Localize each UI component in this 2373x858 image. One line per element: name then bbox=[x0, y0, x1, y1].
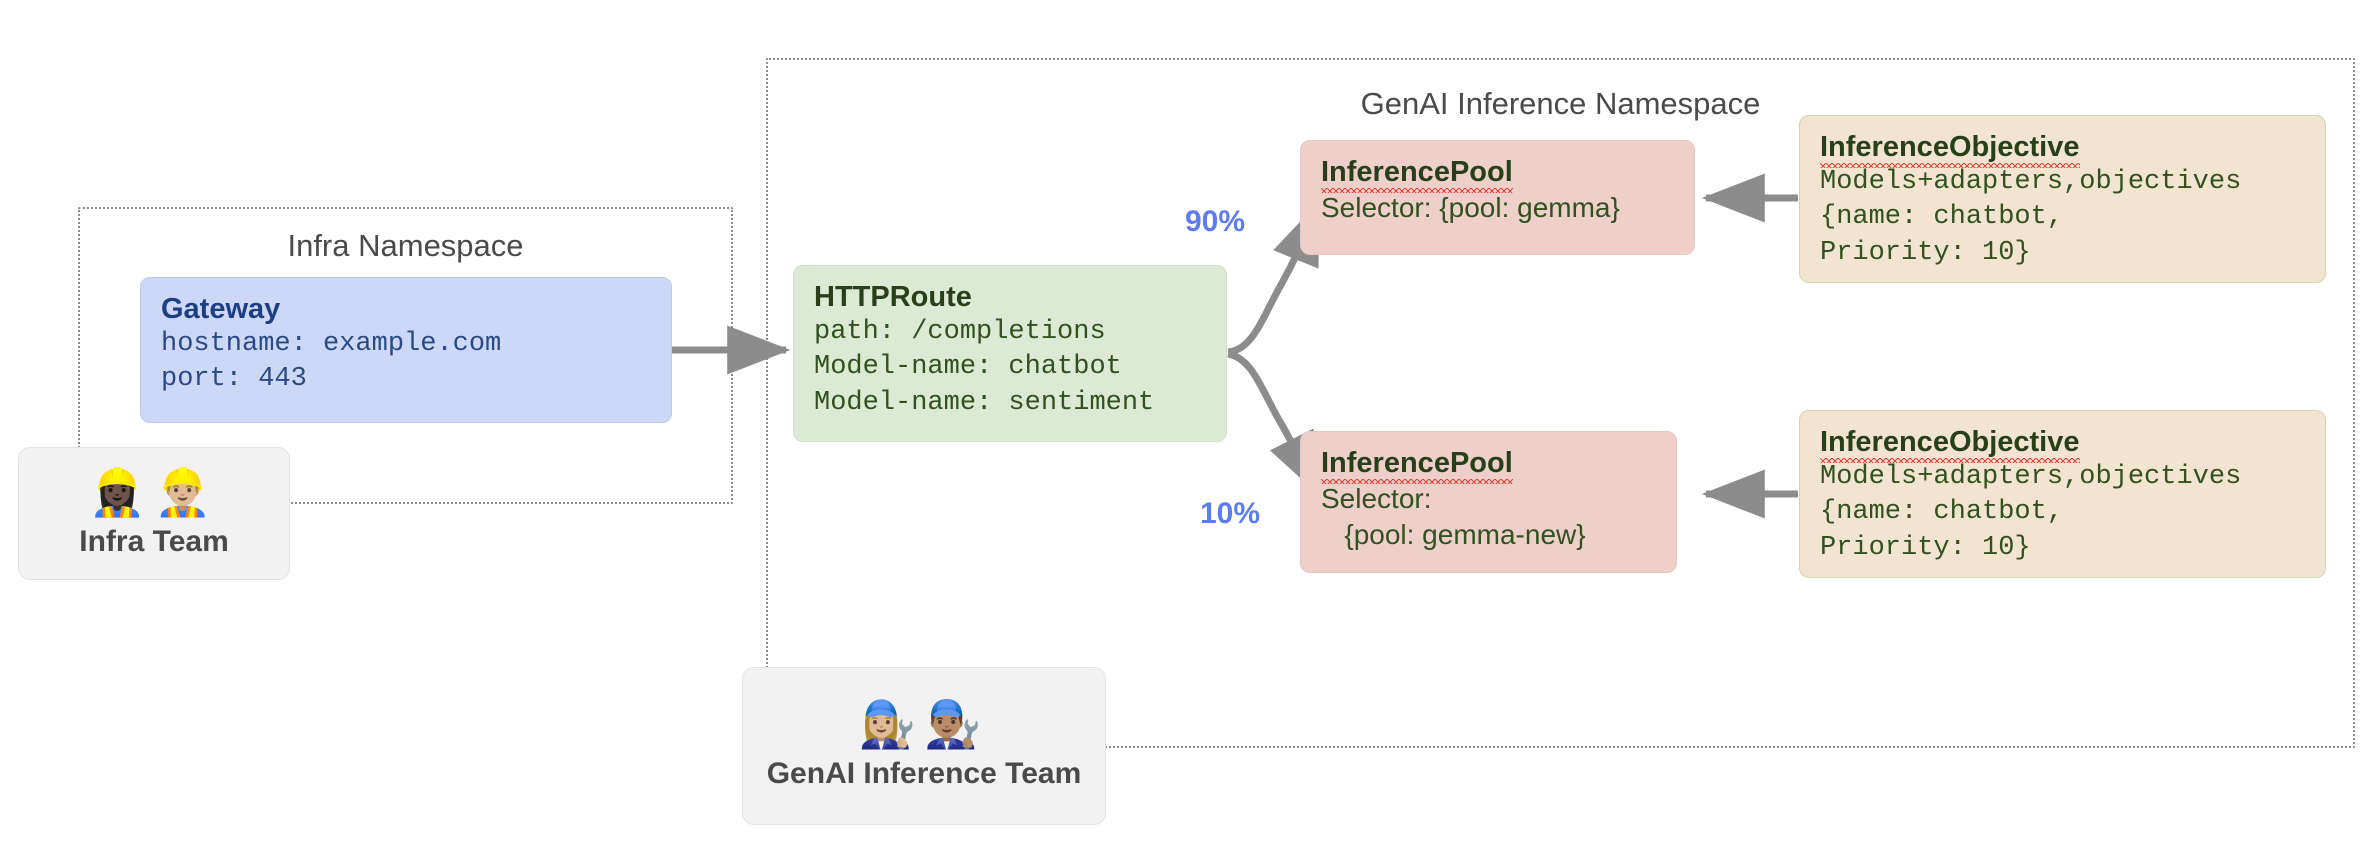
node-inferencepool-gemma-new[interactable]: InferencePool Selector: {pool: gemma-new… bbox=[1300, 431, 1677, 573]
edge-label-10-percent: 10% bbox=[1200, 497, 1261, 530]
genai-team-label: GenAI Inference Team bbox=[766, 757, 1082, 790]
infra-team-label: Infra Team bbox=[79, 524, 229, 558]
team-card-genai-inference-team[interactable]: 👩🏼‍🔧👨🏽‍🔧 GenAI Inference Team bbox=[742, 667, 1106, 825]
node-httproute-line-1: path: /completions bbox=[814, 317, 1106, 348]
node-httproute-kind: HTTPRoute bbox=[814, 281, 972, 313]
node-inferencepool-gemma-kind: InferencePool bbox=[1321, 155, 1513, 194]
namespace-title-genai: GenAI Inference Namespace bbox=[1360, 86, 1761, 121]
node-gateway-line-1: hostname: example.com bbox=[161, 329, 502, 360]
namespace-box-genai bbox=[766, 58, 2355, 748]
node-httproute-line-2: Model-name: chatbot bbox=[814, 352, 1122, 383]
node-inferencepool-gemma-line-1: Selector: {pool: gemma} bbox=[1321, 192, 1620, 224]
node-inferencepool-gemma-new-line-1: Selector: bbox=[1321, 483, 1432, 515]
node-inferenceobjective-bottom-line-2: {name: chatbot, bbox=[1820, 497, 2064, 528]
infra-team-avatars-icon: 👷🏿‍♀️👷🏼‍♂️ bbox=[88, 464, 220, 519]
node-httproute-line-3: Model-name: sentiment bbox=[814, 387, 1155, 418]
node-inferenceobjective-bottom-line-3: Priority: 10} bbox=[1820, 532, 2031, 563]
node-gateway-line-2: port: 443 bbox=[161, 364, 307, 395]
team-card-infra-team[interactable]: 👷🏿‍♀️👷🏼‍♂️ Infra Team bbox=[18, 447, 290, 580]
node-inferenceobjective-top-line-1: Models+adapters,objectives bbox=[1820, 167, 2242, 198]
node-httproute[interactable]: HTTPRoute path: /completions Model-name:… bbox=[793, 265, 1227, 442]
node-inferenceobjective-bottom-kind: InferenceObjective bbox=[1820, 425, 2080, 464]
namespace-title-infra: Infra Namespace bbox=[287, 228, 524, 263]
node-inferenceobjective-bottom[interactable]: InferenceObjective Models+adapters,objec… bbox=[1799, 410, 2326, 578]
node-gateway-kind: Gateway bbox=[161, 293, 281, 325]
node-inferenceobjective-bottom-line-1: Models+adapters,objectives bbox=[1820, 462, 2242, 493]
edge-label-90-percent: 90% bbox=[1185, 205, 1246, 238]
genai-team-avatars-icon: 👩🏼‍🔧👨🏽‍🔧 bbox=[858, 697, 990, 751]
node-inferencepool-gemma[interactable]: InferencePool Selector: {pool: gemma} bbox=[1300, 140, 1695, 255]
node-inferenceobjective-top-kind: InferenceObjective bbox=[1820, 130, 2080, 169]
node-inferencepool-gemma-new-line-2: {pool: gemma-new} bbox=[1321, 519, 1586, 551]
node-inferenceobjective-top-line-3: Priority: 10} bbox=[1820, 237, 2031, 268]
node-inferencepool-gemma-new-kind: InferencePool bbox=[1321, 446, 1513, 485]
node-inferenceobjective-top[interactable]: InferenceObjective Models+adapters,objec… bbox=[1799, 115, 2326, 283]
node-gateway[interactable]: Gateway hostname: example.com port: 443 bbox=[140, 277, 672, 423]
node-inferenceobjective-top-line-2: {name: chatbot, bbox=[1820, 202, 2064, 233]
